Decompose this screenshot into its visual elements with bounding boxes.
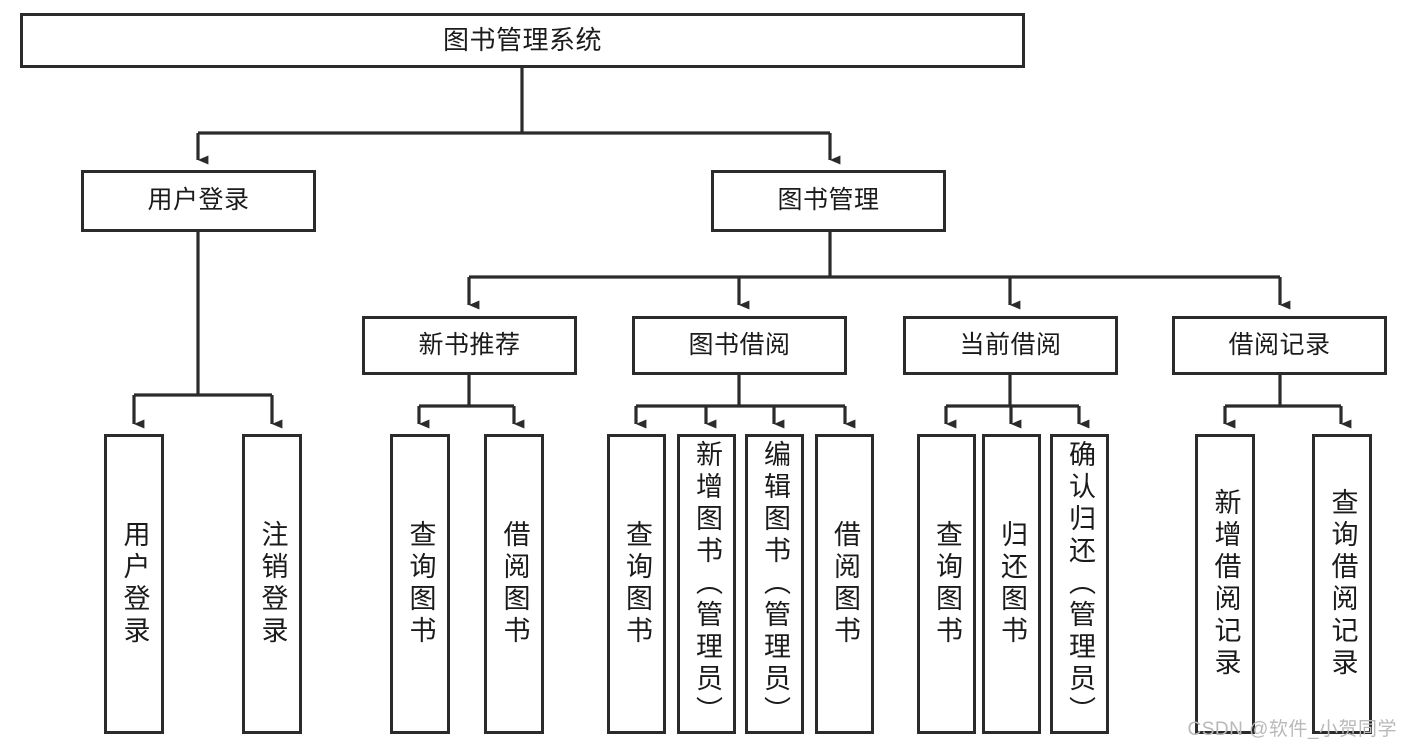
node-leaf-user-logout[interactable]: 注销登录 — [242, 434, 302, 734]
node-leaf-borrow-book-2-label: 借阅图书 — [830, 520, 860, 648]
node-leaf-query-record[interactable]: 查询借阅记录 — [1312, 434, 1372, 734]
node-new-book-recommend-label: 新书推荐 — [418, 330, 521, 359]
node-leaf-confirm-return-label: 确认归还（管理员） — [1065, 440, 1095, 728]
node-current-borrow-label: 当前借阅 — [959, 330, 1062, 359]
node-user-login[interactable]: 用户登录 — [81, 170, 316, 232]
node-borrow-record[interactable]: 借阅记录 — [1172, 316, 1387, 375]
node-borrow-record-label: 借阅记录 — [1228, 330, 1331, 359]
node-leaf-add-record[interactable]: 新增借阅记录 — [1195, 434, 1255, 734]
node-leaf-borrow-book-2[interactable]: 借阅图书 — [815, 434, 874, 734]
node-leaf-user-logout-label: 注销登录 — [257, 520, 288, 648]
node-leaf-user-login[interactable]: 用户登录 — [104, 434, 164, 734]
node-current-borrow[interactable]: 当前借阅 — [903, 316, 1118, 375]
node-new-book-recommend[interactable]: 新书推荐 — [362, 316, 577, 375]
node-user-login-label: 用户登录 — [147, 186, 250, 215]
node-leaf-query-book-1[interactable]: 查询图书 — [390, 434, 450, 734]
node-book-manage[interactable]: 图书管理 — [711, 170, 946, 232]
node-book-borrow-label: 图书借阅 — [688, 330, 791, 359]
watermark: CSDN @软件_小贺同学 — [1187, 719, 1397, 740]
node-root-label: 图书管理系统 — [442, 25, 602, 56]
node-leaf-add-book-label: 新增图书（管理员） — [692, 440, 722, 728]
node-leaf-query-book-3[interactable]: 查询图书 — [917, 434, 976, 734]
node-leaf-query-book-2[interactable]: 查询图书 — [607, 434, 666, 734]
node-root[interactable]: 图书管理系统 — [20, 13, 1025, 68]
node-leaf-add-book[interactable]: 新增图书（管理员） — [677, 434, 736, 734]
node-leaf-confirm-return[interactable]: 确认归还（管理员） — [1050, 434, 1109, 734]
node-leaf-query-record-label: 查询借阅记录 — [1327, 488, 1358, 680]
node-leaf-query-book-3-label: 查询图书 — [932, 520, 962, 648]
node-leaf-borrow-book-1-label: 借阅图书 — [499, 520, 530, 648]
node-leaf-query-book-1-label: 查询图书 — [405, 520, 436, 648]
node-leaf-user-login-label: 用户登录 — [119, 520, 150, 648]
node-leaf-edit-book[interactable]: 编辑图书（管理员） — [745, 434, 804, 734]
node-leaf-return-book[interactable]: 归还图书 — [982, 434, 1041, 734]
node-leaf-return-book-label: 归还图书 — [997, 520, 1027, 648]
node-leaf-add-record-label: 新增借阅记录 — [1210, 488, 1241, 680]
node-leaf-borrow-book-1[interactable]: 借阅图书 — [484, 434, 544, 734]
node-book-borrow[interactable]: 图书借阅 — [632, 316, 847, 375]
node-book-manage-label: 图书管理 — [777, 186, 880, 215]
node-leaf-query-book-2-label: 查询图书 — [622, 520, 652, 648]
node-leaf-edit-book-label: 编辑图书（管理员） — [760, 440, 790, 728]
